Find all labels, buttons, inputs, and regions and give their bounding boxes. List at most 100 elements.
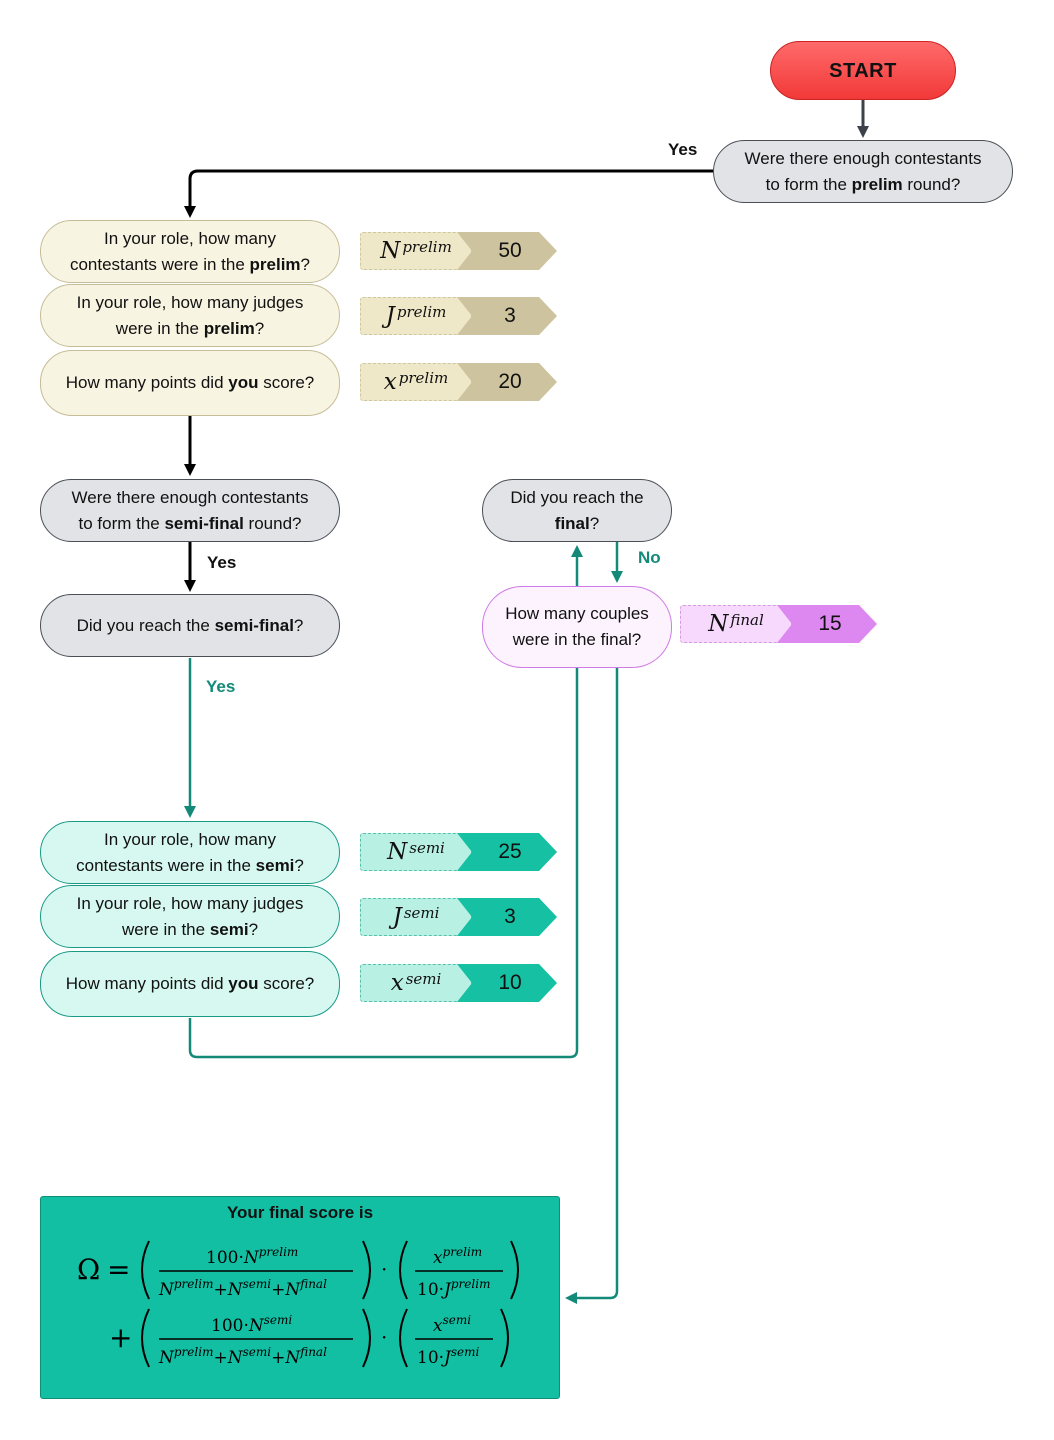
- x-semi-superscript: semi: [405, 970, 442, 988]
- final-score-title: Your final score is: [226, 1203, 374, 1222]
- prelim-judges-end: ?: [254, 318, 265, 338]
- n-final-superscript: final: [730, 611, 764, 629]
- prelim-contestants-line1: In your role, how many: [104, 228, 276, 248]
- semi-contestants-line1: In your role, how many: [104, 829, 276, 849]
- dot-1: ·: [381, 1257, 387, 1281]
- edge-prelim-yes: [184, 169, 713, 218]
- den-j-semi: 10·Jsemi: [417, 1345, 480, 1368]
- num-semi-term: 100·Nsemi: [211, 1313, 292, 1336]
- semi-points-text: How many points did: [65, 974, 229, 993]
- semi-judges-line1: In your role, how many judges: [76, 893, 304, 913]
- paren-left-2a: [141, 1308, 150, 1368]
- prelim-points-end: score?: [258, 373, 315, 392]
- prelim-round-question-line1: Were there enough contestants: [744, 148, 982, 168]
- start-node: START: [770, 41, 956, 100]
- semi-round-question: Were there enough contestants to form th…: [40, 479, 340, 542]
- semi-points-emphasis: you: [228, 974, 259, 993]
- semi-enough-yes-label: Yes: [207, 553, 237, 572]
- formula-line-1: Ω = 100·Nprelim Nprelim+Nsemi+Nfinal · x…: [77, 1240, 519, 1300]
- prelim-round-question-end: round?: [902, 174, 961, 194]
- semi-round-question-emphasis: semi-final: [164, 513, 244, 533]
- x-prelim-superscript: prelim: [398, 369, 449, 387]
- semi-round-question-line1: Were there enough contestants: [71, 487, 309, 507]
- reach-semi-yes-label: Yes: [206, 677, 236, 696]
- num-x-semi: xsemi: [433, 1313, 471, 1336]
- formula-line-2: + 100·Nsemi Nprelim+Nsemi+Nfinal · xsemi…: [109, 1308, 509, 1368]
- n-semi-value: 25: [457, 833, 557, 871]
- paren-right-2b: [500, 1308, 509, 1368]
- den-term-2a: Nprelim+Nsemi+Nfinal: [158, 1345, 327, 1368]
- paren-right-2a: [362, 1308, 371, 1368]
- reach-final-question: Did you reach the final?: [482, 479, 672, 542]
- semi-judges-end: ?: [248, 919, 259, 939]
- n-prelim-value: 50: [457, 232, 557, 270]
- reach-final-end: ?: [589, 513, 600, 533]
- equals-symbol: =: [107, 1253, 130, 1286]
- prelim-round-question-text: to form the: [765, 174, 852, 194]
- paren-left-1a: [141, 1240, 150, 1300]
- paren-left-1b: [399, 1240, 408, 1300]
- semi-contestants-question: In your role, how many contestants were …: [40, 821, 340, 884]
- prelim-points-text: How many points did: [65, 373, 229, 392]
- prelim-judges-text: were in the: [115, 318, 204, 338]
- start-label: START: [829, 59, 897, 82]
- n-semi-letter: N: [387, 839, 408, 865]
- j-prelim-letter: J: [385, 303, 395, 329]
- j-semi-superscript: semi: [403, 904, 440, 922]
- dot-2: ·: [381, 1325, 387, 1349]
- num-x-prelim: xprelim: [433, 1245, 482, 1268]
- semi-judges-text: were in the: [121, 919, 210, 939]
- prelim-judges-emphasis: prelim: [203, 318, 255, 338]
- final-couples-question: How many couples were in the final?: [482, 586, 672, 668]
- n-prelim-superscript: prelim: [402, 238, 452, 256]
- reach-final-line1: Did you reach the: [510, 487, 644, 507]
- final-couples-line1: How many couples: [505, 604, 649, 623]
- omega-symbol: Ω: [77, 1253, 100, 1286]
- prelim-contestants-text: contestants were in the: [69, 254, 250, 274]
- num-prelim-term: 100·Nprelim: [206, 1245, 298, 1268]
- x-semi-value: 10: [457, 964, 557, 1002]
- prelim-contestants-end: ?: [300, 254, 311, 274]
- reach-semi-question: Did you reach the semi-final?: [40, 594, 340, 657]
- n-semi-superscript: semi: [409, 839, 445, 857]
- semi-contestants-end: ?: [294, 855, 304, 875]
- paren-right-1a: [362, 1240, 371, 1300]
- final-no-label: No: [638, 548, 661, 567]
- score-formula: Ω = 100·Nprelim Nprelim+Nsemi+Nfinal · x…: [77, 1240, 519, 1368]
- prelim-judges-line1: In your role, how many judges: [76, 292, 304, 312]
- j-semi-value: 3: [457, 898, 557, 936]
- den-j-prelim: 10·Jprelim: [417, 1277, 490, 1300]
- reach-semi-emphasis: semi-final: [214, 615, 294, 635]
- semi-judges-question: In your role, how many judges were in th…: [40, 885, 340, 948]
- j-prelim-value: 3: [457, 297, 557, 335]
- paren-left-2b: [399, 1308, 408, 1368]
- semi-contestants-emphasis: semi: [255, 855, 295, 875]
- paren-right-1b: [510, 1240, 519, 1300]
- semi-contestants-text: contestants were in the: [76, 855, 256, 875]
- plus-symbol: +: [109, 1321, 132, 1354]
- semi-judges-emphasis: semi: [209, 919, 249, 939]
- x-prelim-value: 20: [457, 363, 557, 401]
- edge-couples-to-result: [565, 668, 619, 1304]
- semi-points-question: How many points did you score?: [40, 951, 340, 1017]
- final-score-box: Your final score is Ω = 100·Nprelim Npre…: [40, 1196, 560, 1399]
- den-term-1a: Nprelim+Nsemi+Nfinal: [158, 1277, 327, 1300]
- reach-semi-end: ?: [293, 615, 304, 635]
- j-prelim-superscript: prelim: [396, 303, 447, 321]
- j-semi-letter: J: [392, 904, 402, 930]
- prelim-round-question: Were there enough contestants to form th…: [713, 140, 1013, 203]
- n-final-letter: N: [708, 611, 729, 637]
